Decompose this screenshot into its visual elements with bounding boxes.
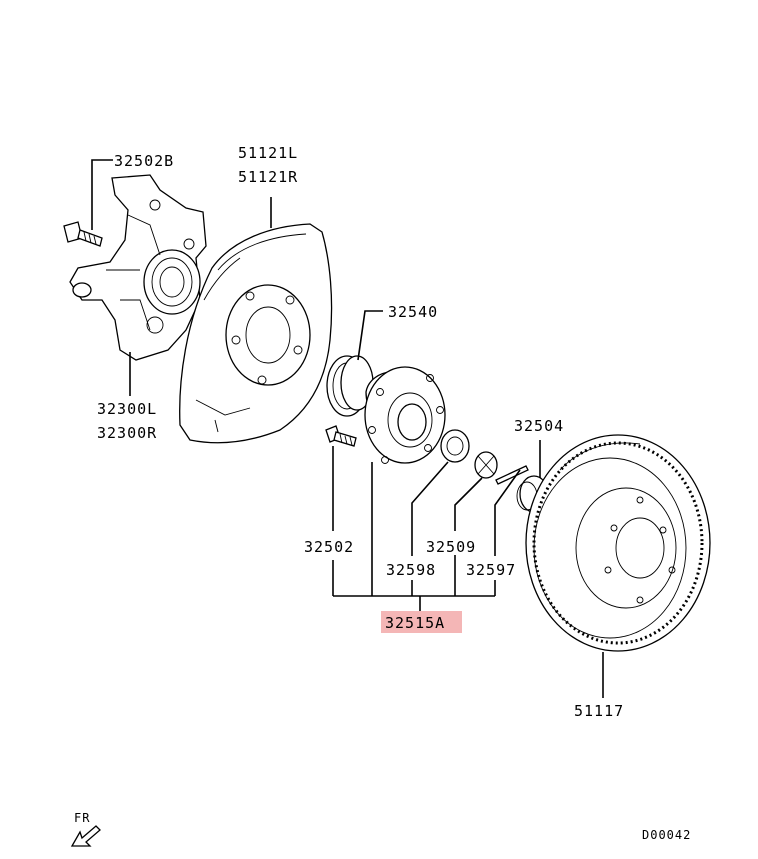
dust-shield — [179, 223, 333, 444]
label-32515A[interactable]: 32515A — [385, 614, 445, 632]
hub-bolt-32502 — [325, 425, 357, 447]
front-arrow-icon — [70, 825, 101, 847]
brake-disc — [525, 434, 711, 652]
seal-32540 — [326, 355, 374, 417]
label-32504[interactable]: 32504 — [514, 417, 564, 435]
leader-lines — [91, 159, 604, 698]
label-32502B[interactable]: 32502B — [114, 152, 174, 170]
fr-label: FR — [74, 811, 90, 825]
label-32598[interactable]: 32598 — [386, 561, 436, 579]
label-51121R[interactable]: 51121R — [238, 168, 298, 186]
label-32540[interactable]: 32540 — [388, 303, 438, 321]
highlight-32515A — [381, 611, 462, 633]
label-51117[interactable]: 51117 — [574, 702, 624, 720]
label-32509[interactable]: 32509 — [426, 538, 476, 556]
label-32502[interactable]: 32502 — [304, 538, 354, 556]
nut-32598 — [440, 429, 470, 463]
hub-assembly — [364, 366, 446, 464]
diagram-code: D00042 — [642, 828, 691, 842]
label-51121L[interactable]: 51121L — [238, 144, 298, 162]
front-direction-indicator: FR — [70, 811, 101, 847]
label-32597[interactable]: 32597 — [466, 561, 516, 579]
label-32300R[interactable]: 32300R — [97, 424, 157, 442]
label-32300L[interactable]: 32300L — [97, 400, 157, 418]
lock-cap-32509 — [474, 451, 498, 479]
steering-knuckle — [69, 174, 207, 361]
bolt-32502B — [63, 221, 103, 247]
